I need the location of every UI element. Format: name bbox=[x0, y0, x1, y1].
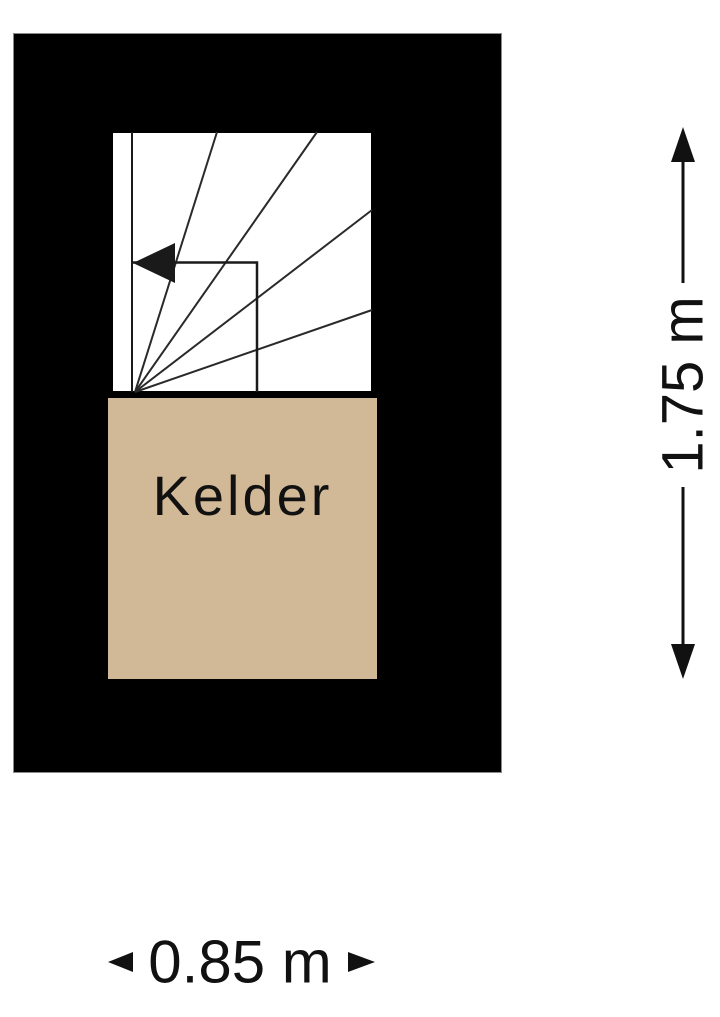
vertical-dimension-label: 1.75 m bbox=[651, 296, 716, 473]
room-label: Kelder bbox=[152, 464, 333, 527]
dim-arrow-right-icon bbox=[348, 952, 375, 972]
horizontal-dimension: 0.85 m bbox=[108, 930, 375, 996]
dim-arrow-left-icon bbox=[108, 952, 133, 972]
stair-direction-arrow-icon bbox=[133, 243, 175, 283]
room-kelder bbox=[108, 398, 377, 679]
vertical-dimension: 1.75 m bbox=[651, 127, 716, 679]
horizontal-dimension-label: 0.85 m bbox=[148, 930, 331, 996]
dim-arrow-down-icon bbox=[671, 644, 695, 679]
dim-arrow-up-icon bbox=[671, 127, 695, 162]
staircase bbox=[110, 130, 374, 394]
